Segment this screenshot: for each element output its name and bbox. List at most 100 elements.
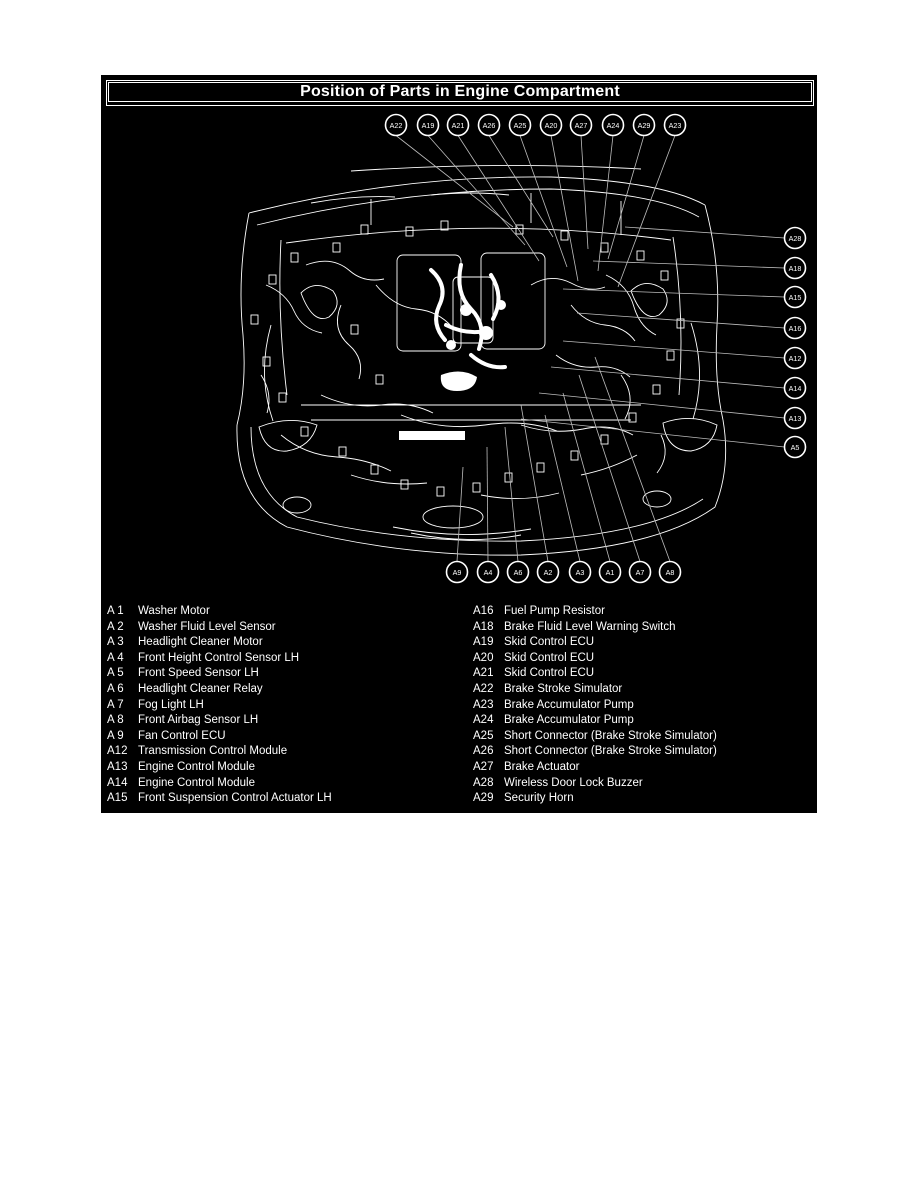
leader-line [562, 392, 611, 562]
legend-row: A21 Skid Control ECU [473, 666, 817, 682]
legend-part-name: Front Speed Sensor LH [138, 667, 259, 680]
callout-label: A14 [789, 384, 802, 393]
callout-circle [783, 406, 807, 430]
callout-label: A13 [789, 414, 802, 423]
legend-part-code: A21 [473, 667, 494, 680]
callout-circle [783, 316, 807, 340]
legend-part-code: A28 [473, 776, 494, 789]
callout-circle [783, 376, 807, 400]
callout-a4: A4 [476, 560, 500, 584]
leader-line [519, 135, 568, 268]
callout-label: A2 [544, 568, 553, 577]
legend-part-name: Front Suspension Control Actuator LH [138, 792, 332, 805]
callout-a8: A8 [658, 560, 682, 584]
callout-label: A12 [789, 354, 802, 363]
callout-circle [506, 560, 530, 584]
legend-part-name: Short Connector (Brake Stroke Simulator) [504, 745, 717, 758]
legend-row: A 3 Headlight Cleaner Motor [107, 635, 457, 651]
callout-circle [445, 560, 469, 584]
callout-circle [601, 113, 625, 137]
callout-a15: A15 [783, 285, 807, 309]
legend-row: A26 Short Connector (Brake Stroke Simula… [473, 744, 817, 760]
callout-circle [783, 226, 807, 250]
page-title: Position of Parts in Engine Compartment [300, 83, 620, 100]
callout-a23: A23 [663, 113, 687, 137]
legend-part-name: Brake Actuator [504, 760, 580, 773]
leader-line [597, 135, 614, 272]
callout-label: A3 [576, 568, 585, 577]
leader-line [562, 288, 785, 298]
harness-blobs [399, 300, 506, 440]
legend-row: A 9 Fan Control ECU [107, 729, 457, 745]
callout-label: A18 [789, 264, 802, 273]
callout-label: A1 [606, 568, 615, 577]
leader-line [592, 260, 785, 269]
callout-circle [446, 113, 470, 137]
engine-compartment-diagram: A22A19A21A26A25A20A27A24A29A23A28A18A15A… [236, 113, 807, 584]
callout-a28: A28 [783, 226, 807, 250]
callout-a19: A19 [416, 113, 440, 137]
legend-part-name: Skid Control ECU [504, 636, 595, 649]
callout-label: A19 [422, 121, 435, 130]
callout-label: A20 [545, 121, 558, 130]
legend-part-name: Engine Control Module [138, 760, 255, 773]
legend-row: A14 Engine Control Module [107, 776, 457, 792]
legend-part-code: A 2 [107, 620, 124, 633]
callout-circle [632, 113, 656, 137]
leader-line [607, 135, 645, 260]
legend-part-name: Skid Control ECU [504, 651, 595, 664]
callout-circle [568, 560, 592, 584]
legend-row: A 5 Front Speed Sensor LH [107, 666, 457, 682]
callout-a26: A26 [477, 113, 501, 137]
callout-a29: A29 [632, 113, 656, 137]
callout-a7: A7 [628, 560, 652, 584]
legend-part-code: A 9 [107, 729, 124, 742]
callout-label: A8 [666, 568, 675, 577]
legend-part-name: Headlight Cleaner Relay [138, 682, 263, 695]
callout-label: A4 [484, 568, 493, 577]
legend-row: A28 Wireless Door Lock Buzzer [473, 776, 817, 792]
callout-a14: A14 [783, 376, 807, 400]
legend-part-code: A19 [473, 636, 494, 649]
leader-line [395, 135, 514, 228]
callout-label: A25 [514, 121, 527, 130]
callout-label: A26 [483, 121, 496, 130]
legend-part-name: Front Airbag Sensor LH [138, 714, 259, 727]
legend-row: A29 Security Horn [473, 791, 817, 807]
callout-circle [783, 346, 807, 370]
legend-part-code: A15 [107, 792, 128, 805]
connector-boxes [250, 220, 685, 497]
callout-a13: A13 [783, 406, 807, 430]
callout-circle [569, 113, 593, 137]
legend-part-code: A 8 [107, 714, 124, 727]
legend-part-name: Washer Fluid Level Sensor [138, 620, 276, 633]
leader-line [427, 135, 526, 246]
leader-lines [395, 135, 785, 562]
legend-part-code: A12 [107, 745, 128, 758]
legend-part-code: A 6 [107, 682, 124, 695]
legend-row: A 7 Fog Light LH [107, 698, 457, 714]
callout-label: A15 [789, 293, 802, 302]
legend-part-name: Front Height Control Sensor LH [138, 651, 300, 664]
callout-label: A23 [669, 121, 682, 130]
legend-row: A16 Fuel Pump Resistor [473, 604, 817, 620]
legend-row: A 1 Washer Motor [107, 604, 457, 620]
callout-a20: A20 [539, 113, 563, 137]
callout-a2: A2 [536, 560, 560, 584]
title-frame-inner: Position of Parts in Engine Compartment [108, 82, 812, 102]
legend-part-name: Short Connector (Brake Stroke Simulator) [504, 729, 717, 742]
legend-part-code: A14 [107, 776, 128, 789]
callout-a24: A24 [601, 113, 625, 137]
legend-part-name: Engine Control Module [138, 776, 255, 789]
harness-highlight [429, 263, 507, 370]
legend-part-name: Wireless Door Lock Buzzer [504, 776, 643, 789]
leader-line [576, 312, 785, 329]
callout-circle [539, 113, 563, 137]
callout-label: A5 [791, 443, 800, 452]
callout-circle [783, 256, 807, 280]
legend-row: A24 Brake Accumulator Pump [473, 713, 817, 729]
legend-left-column: A 1 Washer Motor A 2 Washer Fluid Level … [107, 604, 457, 807]
leader-line [520, 404, 549, 562]
